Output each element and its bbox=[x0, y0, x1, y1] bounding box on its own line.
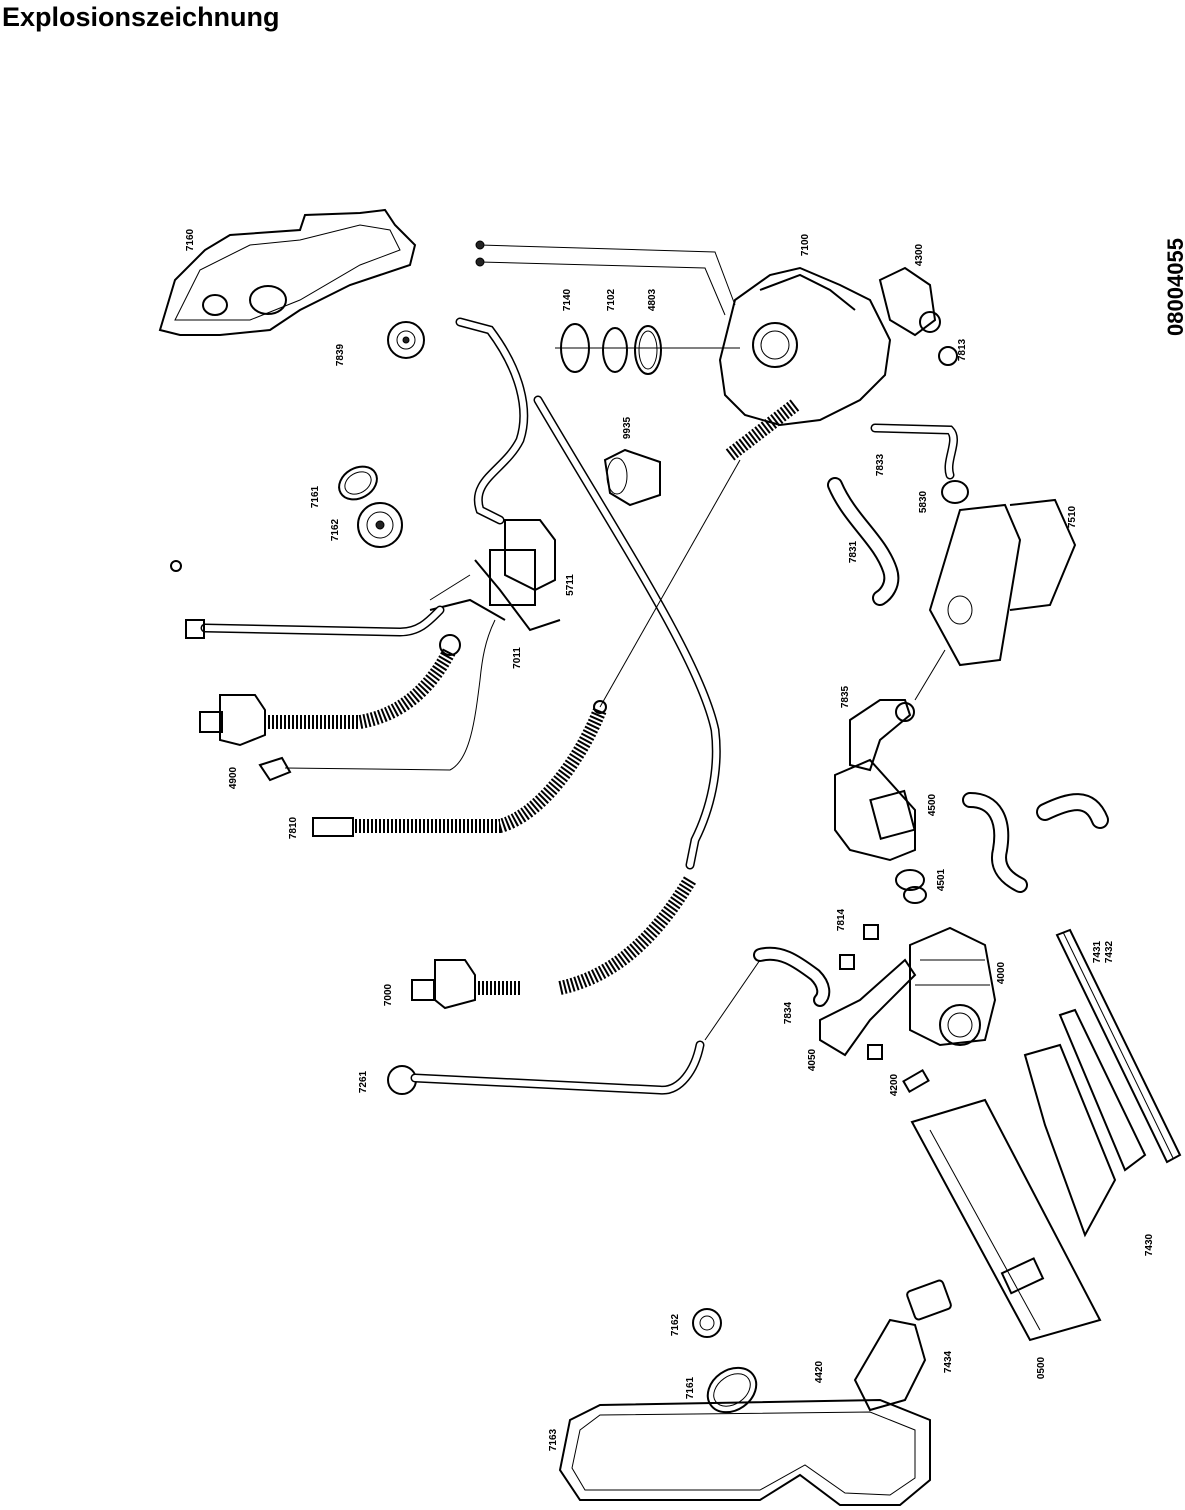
page-title: Explosionszeichnung bbox=[2, 2, 280, 32]
part-7431-7432-rails bbox=[1055, 928, 1182, 1164]
part-7810-drain-hose bbox=[312, 459, 741, 837]
part-7160-frame bbox=[158, 208, 417, 336]
part-label-7431: 7431 bbox=[1092, 940, 1103, 963]
part-labels: 7160 7839 7100 4300 7813 7140 7102 4803 9935 7161… bbox=[185, 228, 1155, 1451]
part-4500-heater bbox=[834, 758, 927, 904]
part-7814-nuts bbox=[839, 924, 883, 1060]
part-label-7434: 7434 bbox=[943, 1350, 954, 1373]
part-7100-sump bbox=[718, 266, 892, 461]
part-7000-inlet-hose bbox=[411, 876, 697, 1010]
part-label-7102: 7102 bbox=[606, 288, 617, 311]
part-7140-7102-4803-rings bbox=[555, 323, 740, 375]
part-7510-softener bbox=[928, 498, 1077, 667]
part-label-7160: 7160 bbox=[185, 228, 196, 251]
document-number: 08004055 bbox=[1163, 238, 1185, 336]
part-label-7163: 7163 bbox=[548, 1428, 559, 1451]
part-7839 bbox=[387, 321, 425, 359]
part-label-7161: 7161 bbox=[685, 1376, 696, 1399]
part-label-5830: 5830 bbox=[918, 490, 929, 513]
part-0500-base bbox=[910, 1098, 1102, 1342]
part-label-7813: 7813 bbox=[957, 338, 968, 361]
part-4900-plug bbox=[258, 619, 496, 782]
part-label-0500: 0500 bbox=[1036, 1356, 1047, 1379]
part-label-7833: 7833 bbox=[875, 453, 886, 476]
part-label-4501: 4501 bbox=[936, 868, 947, 891]
part-label-4000: 4000 bbox=[996, 961, 1007, 984]
part-label-7432: 7432 bbox=[1104, 940, 1115, 963]
part-hose-right bbox=[962, 792, 1109, 893]
part-label-7011: 7011 bbox=[512, 647, 523, 669]
part-label-7839: 7839 bbox=[335, 343, 346, 366]
part-7833-5830 bbox=[870, 423, 969, 504]
part-label-7100: 7100 bbox=[800, 233, 811, 256]
part-7430-panels bbox=[1023, 1008, 1147, 1238]
part-label-4050: 4050 bbox=[807, 1048, 818, 1071]
part-label-7510: 7510 bbox=[1067, 505, 1078, 528]
part-label-7140: 7140 bbox=[562, 288, 573, 311]
part-label-7162: 7162 bbox=[330, 518, 341, 541]
part-label-4803: 4803 bbox=[647, 288, 658, 311]
document-number-text: 08004055 bbox=[1163, 238, 1185, 336]
part-label-7161: 7161 bbox=[310, 485, 321, 508]
part-label-7810: 7810 bbox=[288, 816, 299, 839]
part-7831-hose bbox=[827, 477, 900, 606]
part-label-4500: 4500 bbox=[927, 793, 938, 816]
part-label-7261: 7261 bbox=[358, 1070, 369, 1093]
part-label-7430: 7430 bbox=[1144, 1233, 1155, 1256]
part-label-4900: 4900 bbox=[228, 766, 239, 789]
part-7163-frame bbox=[558, 1398, 931, 1506]
part-label-7834: 7834 bbox=[783, 1001, 794, 1024]
part-label-4200: 4200 bbox=[889, 1073, 900, 1096]
part-7261-hose bbox=[387, 1040, 705, 1095]
part-label-7814: 7814 bbox=[836, 908, 847, 931]
part-inlet-hose-straight bbox=[185, 605, 445, 639]
part-7161-7162-top bbox=[338, 465, 403, 548]
part-label-7162: 7162 bbox=[670, 1313, 681, 1336]
part-label-7000: 7000 bbox=[383, 983, 394, 1006]
part-label-4420: 4420 bbox=[814, 1360, 825, 1383]
part-aquastop-hose bbox=[199, 634, 461, 747]
part-label-5711: 5711 bbox=[565, 574, 576, 596]
part-9935 bbox=[603, 448, 661, 507]
part-7834-hose bbox=[753, 946, 831, 1007]
part-label-4300: 4300 bbox=[914, 243, 925, 266]
part-7835-elbow bbox=[849, 699, 915, 772]
part-label-7835: 7835 bbox=[840, 685, 851, 708]
part-label-7831: 7831 bbox=[848, 540, 859, 563]
part-4000-pump bbox=[909, 926, 997, 1047]
part-label-9935: 9935 bbox=[622, 416, 633, 439]
part-5711-valve bbox=[429, 519, 561, 632]
part-4300 bbox=[878, 266, 958, 366]
part-7161-7162-lower bbox=[692, 1308, 758, 1414]
